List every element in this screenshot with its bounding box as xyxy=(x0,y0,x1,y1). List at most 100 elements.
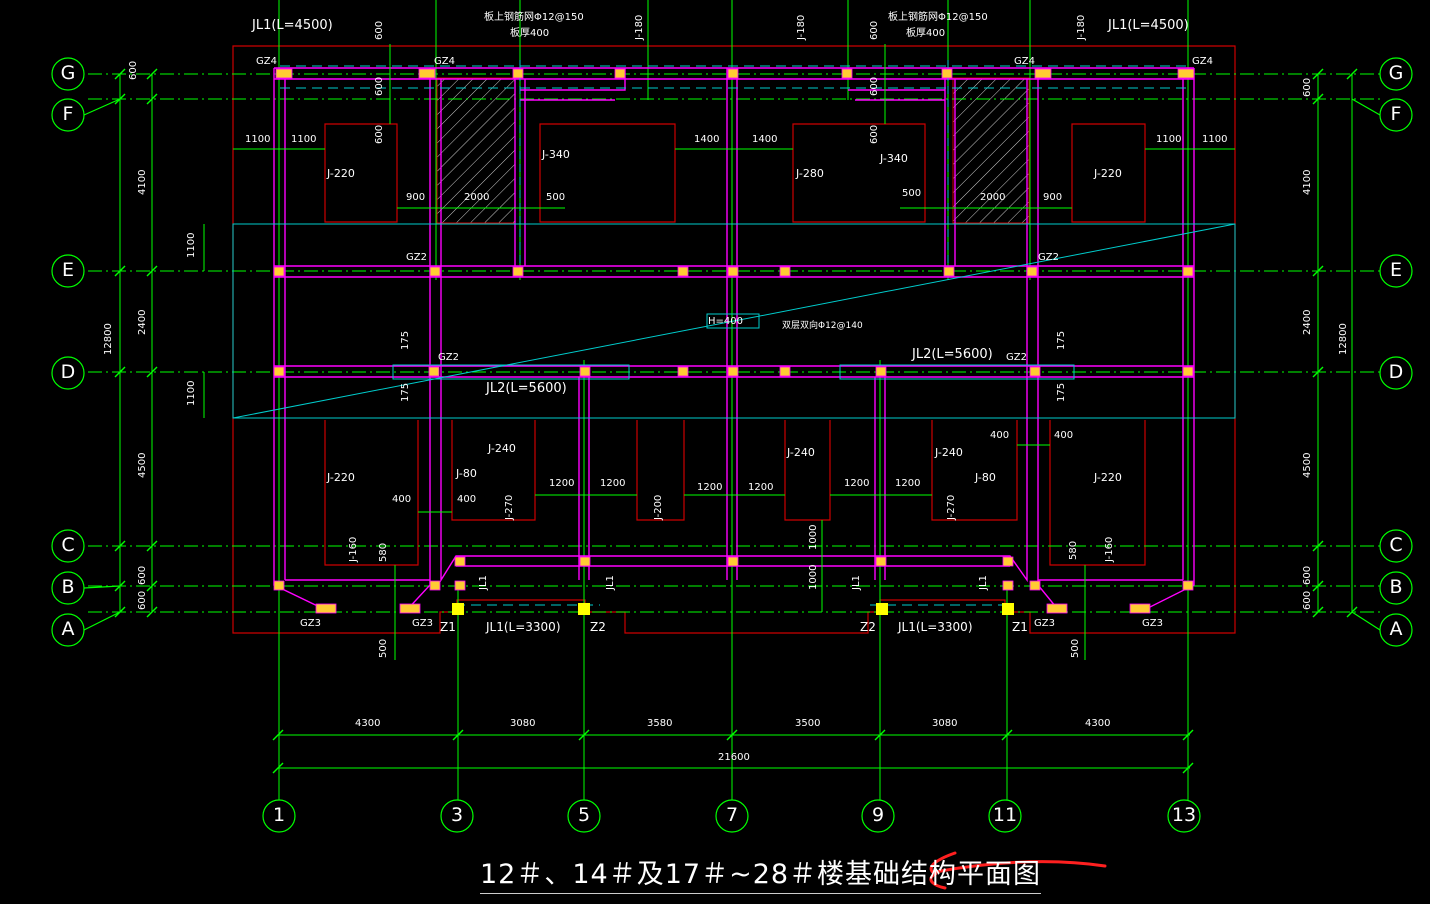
label-jl1-3300-2: JL1(L=3300) xyxy=(898,620,973,634)
label-gz3-4: GZ3 xyxy=(1142,618,1163,629)
label-j180-b: J-180 xyxy=(796,14,807,40)
label-j220-4: J-220 xyxy=(1094,471,1122,484)
dim-500-b: 500 xyxy=(902,188,922,199)
dim-400-c: 400 xyxy=(990,430,1010,441)
dim-1100-a: 1100 xyxy=(245,134,271,145)
dim-row-left-4100: 4100 xyxy=(137,169,148,195)
slab-outline xyxy=(232,45,1236,634)
label-j220-1: J-220 xyxy=(327,167,355,180)
label-j240-1: J-240 xyxy=(488,442,516,455)
dim-580-b: 580 xyxy=(1068,540,1079,560)
axis-label-col-7: 7 xyxy=(725,804,739,826)
dim-row-right-600-mid: 600 xyxy=(1302,565,1313,585)
axis-label-col-3: 3 xyxy=(450,804,464,826)
dim-500-a: 500 xyxy=(546,192,566,203)
dim-1100-v2: 1100 xyxy=(186,380,197,406)
label-jl1-c: JL1 xyxy=(851,575,862,590)
dim-row-left-total: 12800 xyxy=(103,323,114,355)
drawing-title: 12＃、14＃及17＃~28＃楼基础结构平面图 xyxy=(480,852,1042,894)
dim-col-3580: 3580 xyxy=(647,718,673,729)
label-j240-3: J-240 xyxy=(935,446,963,459)
dim-175-b: 175 xyxy=(400,382,411,402)
label-j220-2: J-220 xyxy=(1094,167,1122,180)
label-j80-2: J-80 xyxy=(975,471,996,484)
dim-1200-a: 1200 xyxy=(549,478,575,489)
axis-label-row-g-left: G xyxy=(60,62,76,84)
dim-col-3500: 3500 xyxy=(795,718,821,729)
dim-1400-b: 1400 xyxy=(752,134,778,145)
hatched-slabs xyxy=(436,77,1030,224)
dim-col-total: 21600 xyxy=(718,752,750,763)
annotation-arrow xyxy=(929,851,1107,890)
dim-col-4300-left: 4300 xyxy=(355,718,381,729)
axis-label-col-11: 11 xyxy=(992,804,1018,826)
label-j80-1: J-80 xyxy=(456,467,477,480)
label-j340-1: J-340 xyxy=(542,148,570,161)
label-slab-left-2: 板厚400 xyxy=(510,28,550,39)
axis-label-row-e-right: E xyxy=(1389,259,1402,281)
wall-columns xyxy=(273,68,1195,614)
dim-col-4300-right: 4300 xyxy=(1085,718,1111,729)
dim-500-c: 500 xyxy=(378,638,389,658)
label-gz4-4: GZ4 xyxy=(1192,56,1213,67)
dim-500-d: 500 xyxy=(1070,638,1081,658)
label-j160-1: J-160 xyxy=(348,536,359,562)
dim-1200-d: 1200 xyxy=(748,482,774,493)
dim-600-c: 600 xyxy=(374,124,385,144)
axis-label-row-c-left: C xyxy=(61,534,75,556)
dim-175-c: 175 xyxy=(1056,330,1067,350)
label-j270-2: J-270 xyxy=(946,494,957,520)
dim-row-left-600-bottom: 600 xyxy=(137,590,148,610)
dim-row-right-2400: 2400 xyxy=(1302,309,1313,335)
label-z1-a: Z1 xyxy=(440,620,456,634)
label-gz2-4: GZ2 xyxy=(1006,352,1027,363)
dim-600-e: 600 xyxy=(869,76,880,96)
label-j240-2: J-240 xyxy=(787,446,815,459)
axis-label-col-9: 9 xyxy=(871,804,885,826)
axis-label-row-a-right: A xyxy=(1389,618,1403,640)
label-j160-2: J-160 xyxy=(1104,536,1115,562)
label-j180-a: J-180 xyxy=(634,14,645,40)
label-j340-2: J-340 xyxy=(880,152,908,165)
dim-row-right-600-bottom: 600 xyxy=(1302,590,1313,610)
axis-label-row-b-right: B xyxy=(1389,576,1403,598)
dim-row-right-4100: 4100 xyxy=(1302,169,1313,195)
dim-2000-a: 2000 xyxy=(464,192,490,203)
axis-label-col-1: 1 xyxy=(272,804,286,826)
label-j200: J-200 xyxy=(653,494,664,520)
dim-1100-d: 1100 xyxy=(1202,134,1228,145)
label-gz3-3: GZ3 xyxy=(1034,618,1055,629)
axis-label-row-a-left: A xyxy=(61,618,75,640)
label-h400: H=400 xyxy=(708,316,743,327)
dim-row-right-4500: 4500 xyxy=(1302,452,1313,478)
label-slab-right-2: 板厚400 xyxy=(906,28,946,39)
dim-175-a: 175 xyxy=(400,330,411,350)
label-gz2-2: GZ2 xyxy=(1038,252,1059,263)
label-jl1-left: JL1(L=4500) xyxy=(252,18,333,33)
dim-600-d: 600 xyxy=(869,20,880,40)
dim-1400-a: 1400 xyxy=(694,134,720,145)
label-slab-right-1: 板上钢筋网Φ12@150 xyxy=(888,12,988,23)
label-z2-b: Z2 xyxy=(860,620,876,634)
dim-row-left-4500: 4500 xyxy=(137,452,148,478)
dimension-lines xyxy=(119,44,1353,769)
dim-580-a: 580 xyxy=(378,542,389,562)
axis-label-row-f-left: F xyxy=(62,103,74,125)
label-j180-c: J-180 xyxy=(1076,14,1087,40)
label-j220-3: J-220 xyxy=(327,471,355,484)
dim-1100-c: 1100 xyxy=(1156,134,1182,145)
dim-1100-b: 1100 xyxy=(291,134,317,145)
dim-row-left-600-top: 600 xyxy=(128,60,139,80)
dim-900-a: 900 xyxy=(406,192,426,203)
axis-label-col-5: 5 xyxy=(577,804,591,826)
label-j270-1: J-270 xyxy=(504,494,515,520)
label-z1-b: Z1 xyxy=(1012,620,1028,634)
axis-label-row-b-left: B xyxy=(61,576,75,598)
label-gz4-1: GZ4 xyxy=(256,56,277,67)
label-jl1-3300-1: JL1(L=3300) xyxy=(486,620,561,634)
dim-900-b: 900 xyxy=(1043,192,1063,203)
dim-600-a: 600 xyxy=(374,20,385,40)
drawing-title-block: 12＃、14＃及17＃~28＃楼基础结构平面图 xyxy=(480,852,1042,894)
